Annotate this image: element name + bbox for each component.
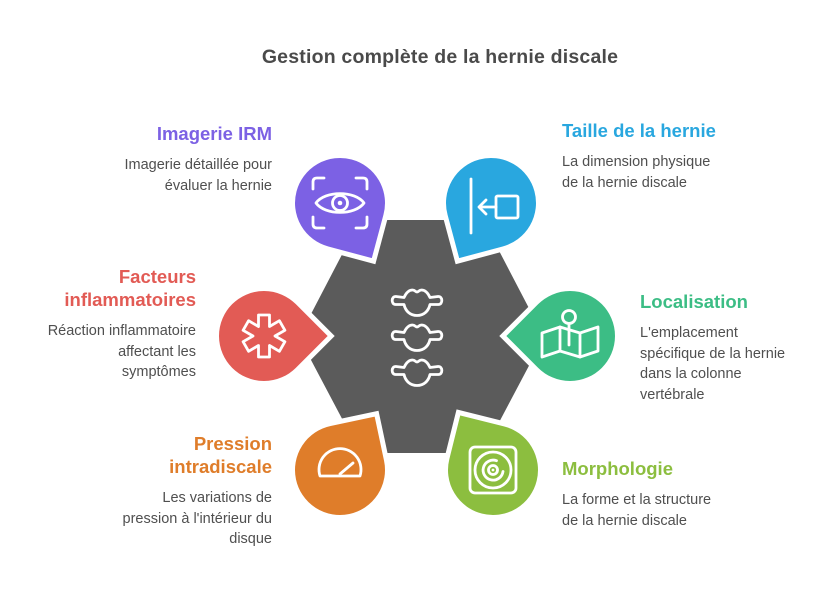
- localisation-heading: Localisation: [640, 291, 748, 312]
- facteurs-description: Réaction inflammatoire affectant les sym…: [47, 323, 196, 380]
- morphologie-block: Morphologie La forme et la structure de …: [562, 457, 711, 531]
- facteurs-marker: [193, 265, 335, 407]
- localisation-description: L'emplacement spécifique de la hernie da…: [640, 325, 786, 403]
- taille-heading: Taille de la hernie: [562, 120, 716, 141]
- facteurs-block: Facteurs inflammatoires Réaction inflamm…: [48, 265, 196, 383]
- disc-icon: [468, 445, 518, 495]
- taille-block: Taille de la hernie La dimension physiqu…: [562, 119, 716, 193]
- morphologie-description: La forme et la structure de la hernie di…: [562, 492, 712, 529]
- medical-asterisk-icon: [241, 313, 287, 359]
- pression-heading: Pression intradiscale: [169, 433, 272, 477]
- imagerie-heading: Imagerie IRM: [156, 123, 272, 144]
- pression-block: Pression intradiscale Les variations de …: [123, 432, 272, 550]
- map-pin-icon: [540, 309, 600, 359]
- localisation-marker: [499, 265, 641, 407]
- page-title: Gestion complète de la hernie discale: [261, 46, 619, 68]
- scan-eye-icon: [311, 176, 369, 230]
- pression-marker: [280, 410, 400, 530]
- imagerie-description: Imagerie détaillée pour évaluer la herni…: [124, 157, 272, 194]
- taille-marker: [429, 141, 553, 265]
- pression-description: Les variations de pression à l'intérieur…: [122, 490, 272, 547]
- morphologie-heading: Morphologie: [562, 458, 673, 479]
- resize-arrow-icon: [469, 177, 520, 235]
- imagerie-marker: [278, 141, 402, 265]
- morphologie-marker: [432, 409, 554, 531]
- gauge-icon: [317, 447, 363, 478]
- facteurs-heading: Facteurs inflammatoires: [64, 266, 196, 310]
- localisation-block: Localisation L'emplacement spécifique de…: [640, 290, 785, 405]
- vertebrae-icon: [390, 288, 444, 387]
- imagerie-block: Imagerie IRM Imagerie détaillée pour éva…: [124, 122, 272, 196]
- taille-description: La dimension physique de la hernie disca…: [562, 154, 711, 191]
